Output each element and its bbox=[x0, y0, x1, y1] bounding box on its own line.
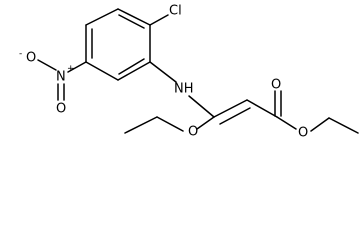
c-n-nitro-bond bbox=[67, 61, 87, 73]
ring-double-bond bbox=[118, 14, 145, 29]
c-c-carbonyl-bond bbox=[246, 99, 278, 118]
ring-bond bbox=[85, 61, 119, 81]
chemical-structure: Cl N + O - O NH O O O bbox=[19, 4, 359, 141]
n-o-single-bond bbox=[37, 59, 57, 71]
carbonyl-oxygen-atom: O bbox=[271, 78, 281, 93]
amine-nh-group: NH bbox=[174, 82, 194, 97]
nh-c-bond bbox=[188, 95, 215, 118]
ring-double-bond bbox=[118, 58, 145, 75]
ethoxy-o-ch2-bond bbox=[156, 116, 184, 132]
nitro-nitrogen-atom: N bbox=[56, 70, 66, 85]
benzene-ring bbox=[85, 8, 151, 81]
chlorine-atom: Cl bbox=[169, 4, 182, 19]
ring-bond bbox=[117, 61, 151, 81]
ring-bond bbox=[85, 8, 119, 26]
c-o-ethoxy-bond bbox=[196, 116, 215, 130]
ethoxy-oxygen-atom: O bbox=[188, 125, 198, 140]
alkene-bond bbox=[213, 99, 248, 118]
nitro-nitrogen-charge: + bbox=[67, 64, 75, 74]
nitro-oxygen-double-atom: O bbox=[56, 102, 66, 117]
ester-ch2-ch3-bond bbox=[328, 117, 359, 134]
ring-bond bbox=[117, 8, 151, 26]
c-cl-bond bbox=[149, 14, 169, 26]
ester-oxygen-atom: O bbox=[298, 126, 308, 141]
c-o-ester-bond bbox=[276, 116, 297, 130]
ester-o-ch2-bond bbox=[310, 117, 330, 132]
c-nh-bond bbox=[149, 61, 177, 83]
ethoxy-ch2-ch3-bond bbox=[124, 116, 158, 134]
alkene-double-bond bbox=[219, 107, 251, 125]
nitro-oxygen-single-atom: O bbox=[26, 51, 36, 66]
nitro-oxygen-charge: - bbox=[19, 49, 22, 59]
